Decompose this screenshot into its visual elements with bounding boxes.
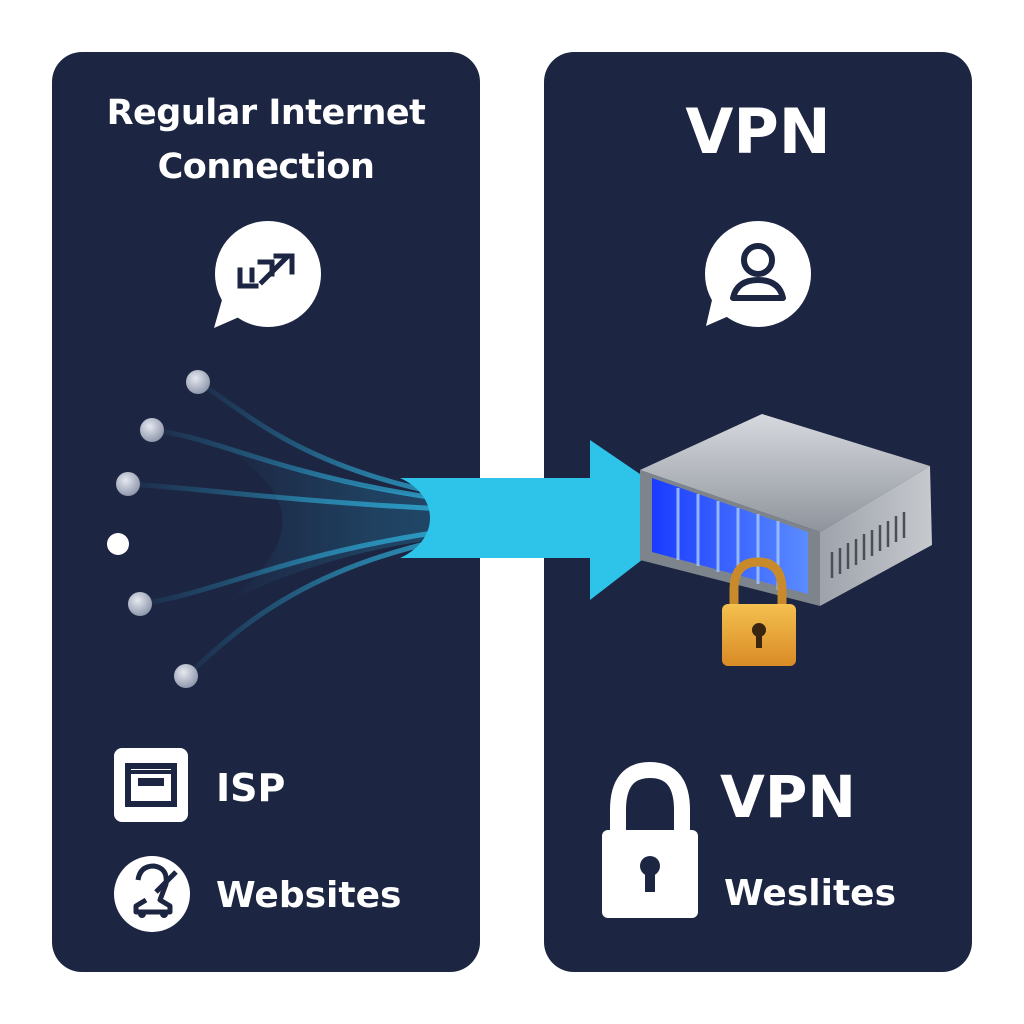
source-dot xyxy=(107,533,129,555)
isp-label: ISP xyxy=(216,766,286,810)
source-dot xyxy=(186,370,210,394)
regular-connection-title: Regular Internet Connection xyxy=(106,93,426,187)
isp-chat-bubble-icon xyxy=(214,221,321,328)
websites-label: Websites xyxy=(216,875,402,916)
isp-icon xyxy=(114,748,188,822)
websites-icon xyxy=(114,856,190,932)
source-dot xyxy=(174,664,198,688)
user-chat-bubble-icon xyxy=(705,221,811,327)
source-dot xyxy=(116,472,140,496)
arrow-icon xyxy=(400,440,700,600)
vpn-server-icon xyxy=(640,414,932,606)
white-padlock-icon xyxy=(602,761,698,918)
source-dots xyxy=(107,370,210,688)
vpn-label: VPN xyxy=(720,763,856,831)
gold-padlock-icon xyxy=(722,557,796,666)
source-dot xyxy=(140,418,164,442)
vpn-title: VPN xyxy=(685,95,831,168)
vpn-websites-label: Weslites xyxy=(724,873,897,914)
source-dot xyxy=(128,592,152,616)
